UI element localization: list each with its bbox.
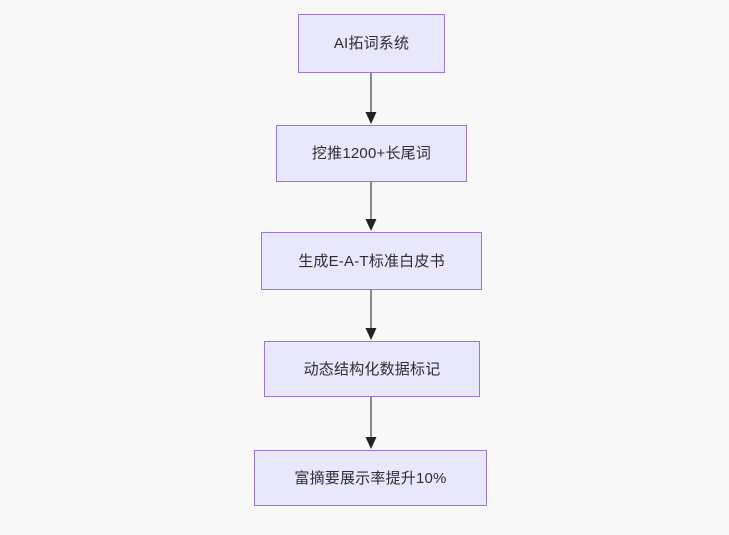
flow-node-dynamic-structured-data-markup[interactable]: 动态结构化数据标记 <box>264 341 480 397</box>
flow-node-label: 挖推1200+长尾词 <box>311 145 432 162</box>
flow-node-generate-eat-whitepaper[interactable]: 生成E-A-T标准白皮书 <box>261 232 482 290</box>
edge-node3-to-node4 <box>365 290 377 340</box>
flow-node-ai-keyword-system[interactable]: AI拓词系统 <box>298 14 445 73</box>
edge-node2-to-node3 <box>365 182 377 231</box>
flow-node-mine-longtail-keywords[interactable]: 挖推1200+长尾词 <box>276 125 467 182</box>
flow-node-rich-snippet-rate-increase[interactable]: 富摘要展示率提升10% <box>254 450 487 506</box>
edge-node1-to-node2 <box>365 73 377 124</box>
flow-node-label: 富摘要展示率提升10% <box>294 469 447 487</box>
flow-node-label: 动态结构化数据标记 <box>303 360 441 378</box>
flow-node-label: 生成E-A-T标准白皮书 <box>298 252 445 270</box>
flow-node-label: AI拓词系统 <box>333 35 410 52</box>
edge-node4-to-node5 <box>365 397 377 449</box>
